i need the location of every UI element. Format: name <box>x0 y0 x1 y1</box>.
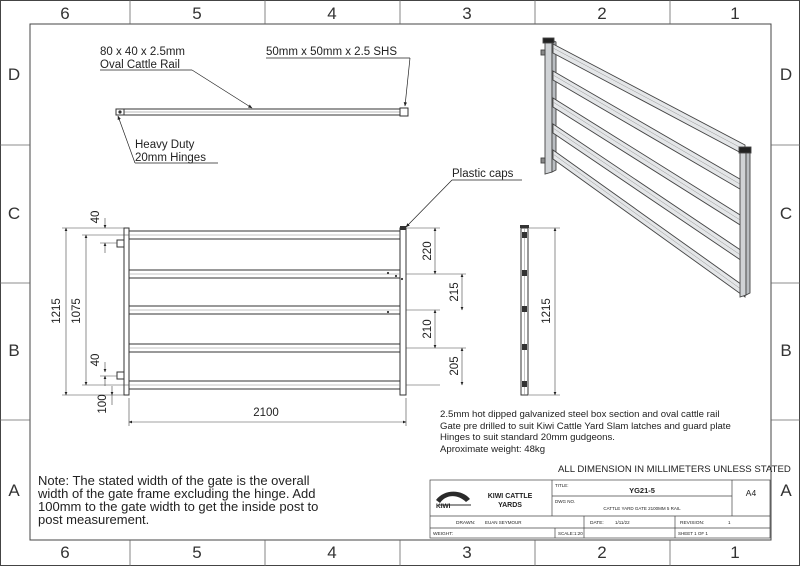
latch-holes <box>386 271 404 314</box>
hinge-post <box>123 227 130 396</box>
rail-callout-line2: Oval Cattle Rail <box>100 59 180 71</box>
plastic-cap <box>400 226 406 230</box>
spec-line-1: 2.5mm hot dipped galvanized steel box se… <box>440 409 720 420</box>
zone-col-1-bottom: 1 <box>730 543 739 562</box>
title-value: YG21-5 <box>629 486 655 495</box>
inner-border <box>29 23 772 541</box>
dim-spacing-210: 210 <box>422 319 434 338</box>
sheet-label: SHEET 1 OF 1 <box>678 531 708 536</box>
spec-line-2: Gate pre drilled to suit Kiwi Cattle Yar… <box>440 420 731 432</box>
company-name-line1: KIWI CATTLE <box>488 493 533 500</box>
drawn-value: EUAN SEYMOUR <box>485 520 522 525</box>
isometric-view <box>540 37 752 298</box>
dwg-label: DWG NO. <box>555 499 575 504</box>
zone-row-c-right: C <box>780 204 792 223</box>
spec-line-3: Hinges to suit standard 20mm gudgeons. <box>440 432 615 443</box>
side-dimension <box>529 227 560 396</box>
front-dimension-labels: 1215 1075 40 40 100 2100 220 215 210 205 <box>51 211 461 419</box>
dwg-value: CATTLE YARD GATE 2100MM 5 RAIL <box>603 506 681 511</box>
gate-specification: 2.5mm hot dipped galvanized steel box se… <box>440 409 770 455</box>
iso-rails <box>552 43 746 298</box>
weight-label: WEIGHT: <box>433 531 453 537</box>
dim-bottom-gap: 100 <box>97 394 109 413</box>
zone-col-4-bottom: 4 <box>327 543 336 562</box>
zone-row-b: B <box>8 341 19 360</box>
zone-col-5-bottom: 5 <box>192 543 201 562</box>
zone-col-2: 2 <box>597 4 606 23</box>
zone-row-a: A <box>8 481 20 500</box>
zone-labels-top: 6 5 4 3 2 1 <box>60 4 739 23</box>
scale-label: SCALE:1:20 <box>558 531 583 536</box>
dim-side-height: 1215 <box>541 298 553 324</box>
zone-row-b-right: B <box>780 341 791 360</box>
rail-callout-line1: 80 x 40 x 2.5mm <box>100 46 185 58</box>
drawn-label: DRAWN: <box>456 520 475 526</box>
zone-col-4: 4 <box>327 4 336 23</box>
dim-1215: 1215 <box>51 298 63 324</box>
dim-1075: 1075 <box>71 298 83 324</box>
hinge-callout-line1: Heavy Duty <box>135 139 195 151</box>
zone-col-6: 6 <box>60 4 69 23</box>
zone-col-3-bottom: 3 <box>462 543 471 562</box>
title-label: TITLE: <box>555 483 569 488</box>
front-dimensions <box>62 218 466 426</box>
hinge-upper <box>116 239 125 248</box>
shs-callout: 50mm x 50mm x 2.5 SHS <box>266 46 397 58</box>
dim-hinge-top: 40 <box>90 211 102 224</box>
zone-row-d-right: D <box>780 65 792 84</box>
revision-label: REVISION: <box>680 520 704 526</box>
zone-labels-left: D C B A <box>8 65 20 500</box>
caps-callout-text: Plastic caps <box>452 168 514 180</box>
width-note: Note: The stated width of the gate is th… <box>38 473 319 527</box>
side-cap <box>520 225 529 228</box>
top-view-callouts: 80 x 40 x 2.5mm Oval Cattle Rail 50mm x … <box>100 46 411 164</box>
date-label: DATE: <box>590 520 604 526</box>
spec-line-4: Aproximate weight: 48kg <box>440 443 546 455</box>
zone-labels-bottom: 6 5 4 3 2 1 <box>60 543 739 562</box>
dim-hinge-bottom: 40 <box>90 354 102 367</box>
dim-spacing-215: 215 <box>449 282 461 301</box>
revision-value: 1 <box>728 520 731 525</box>
top-view <box>115 107 409 117</box>
caps-callout: Plastic caps <box>405 168 522 228</box>
sheet-size: A4 <box>746 488 757 498</box>
date-value: 1/11/22 <box>615 520 630 525</box>
hinge-callout-line2: 20mm Hinges <box>135 152 206 164</box>
zone-col-3: 3 <box>462 4 471 23</box>
dim-width: 2100 <box>253 407 279 419</box>
zone-col-1: 1 <box>730 4 739 23</box>
latch-post <box>399 227 407 396</box>
logo-text: KIWI <box>436 503 451 510</box>
all-dimensions-note: ALL DIMENSION IN MILLIMETERS UNLESS STAT… <box>558 464 791 475</box>
zone-col-5: 5 <box>192 4 201 23</box>
hinge-lower <box>116 371 125 380</box>
zone-row-a-right: A <box>780 481 792 500</box>
dim-spacing-220: 220 <box>422 241 434 260</box>
dim-spacing-205: 205 <box>449 356 461 375</box>
side-view <box>520 225 529 396</box>
zone-row-c: C <box>8 204 20 223</box>
zone-row-d: D <box>8 65 20 84</box>
company-name-line2: YARDS <box>498 502 522 509</box>
front-view <box>116 226 407 396</box>
zone-col-6-bottom: 6 <box>60 543 69 562</box>
zone-col-2-bottom: 2 <box>597 543 606 562</box>
zone-labels-right: D C B A <box>780 65 792 500</box>
company-logo: KIWI <box>436 491 471 510</box>
title-block <box>429 479 771 539</box>
